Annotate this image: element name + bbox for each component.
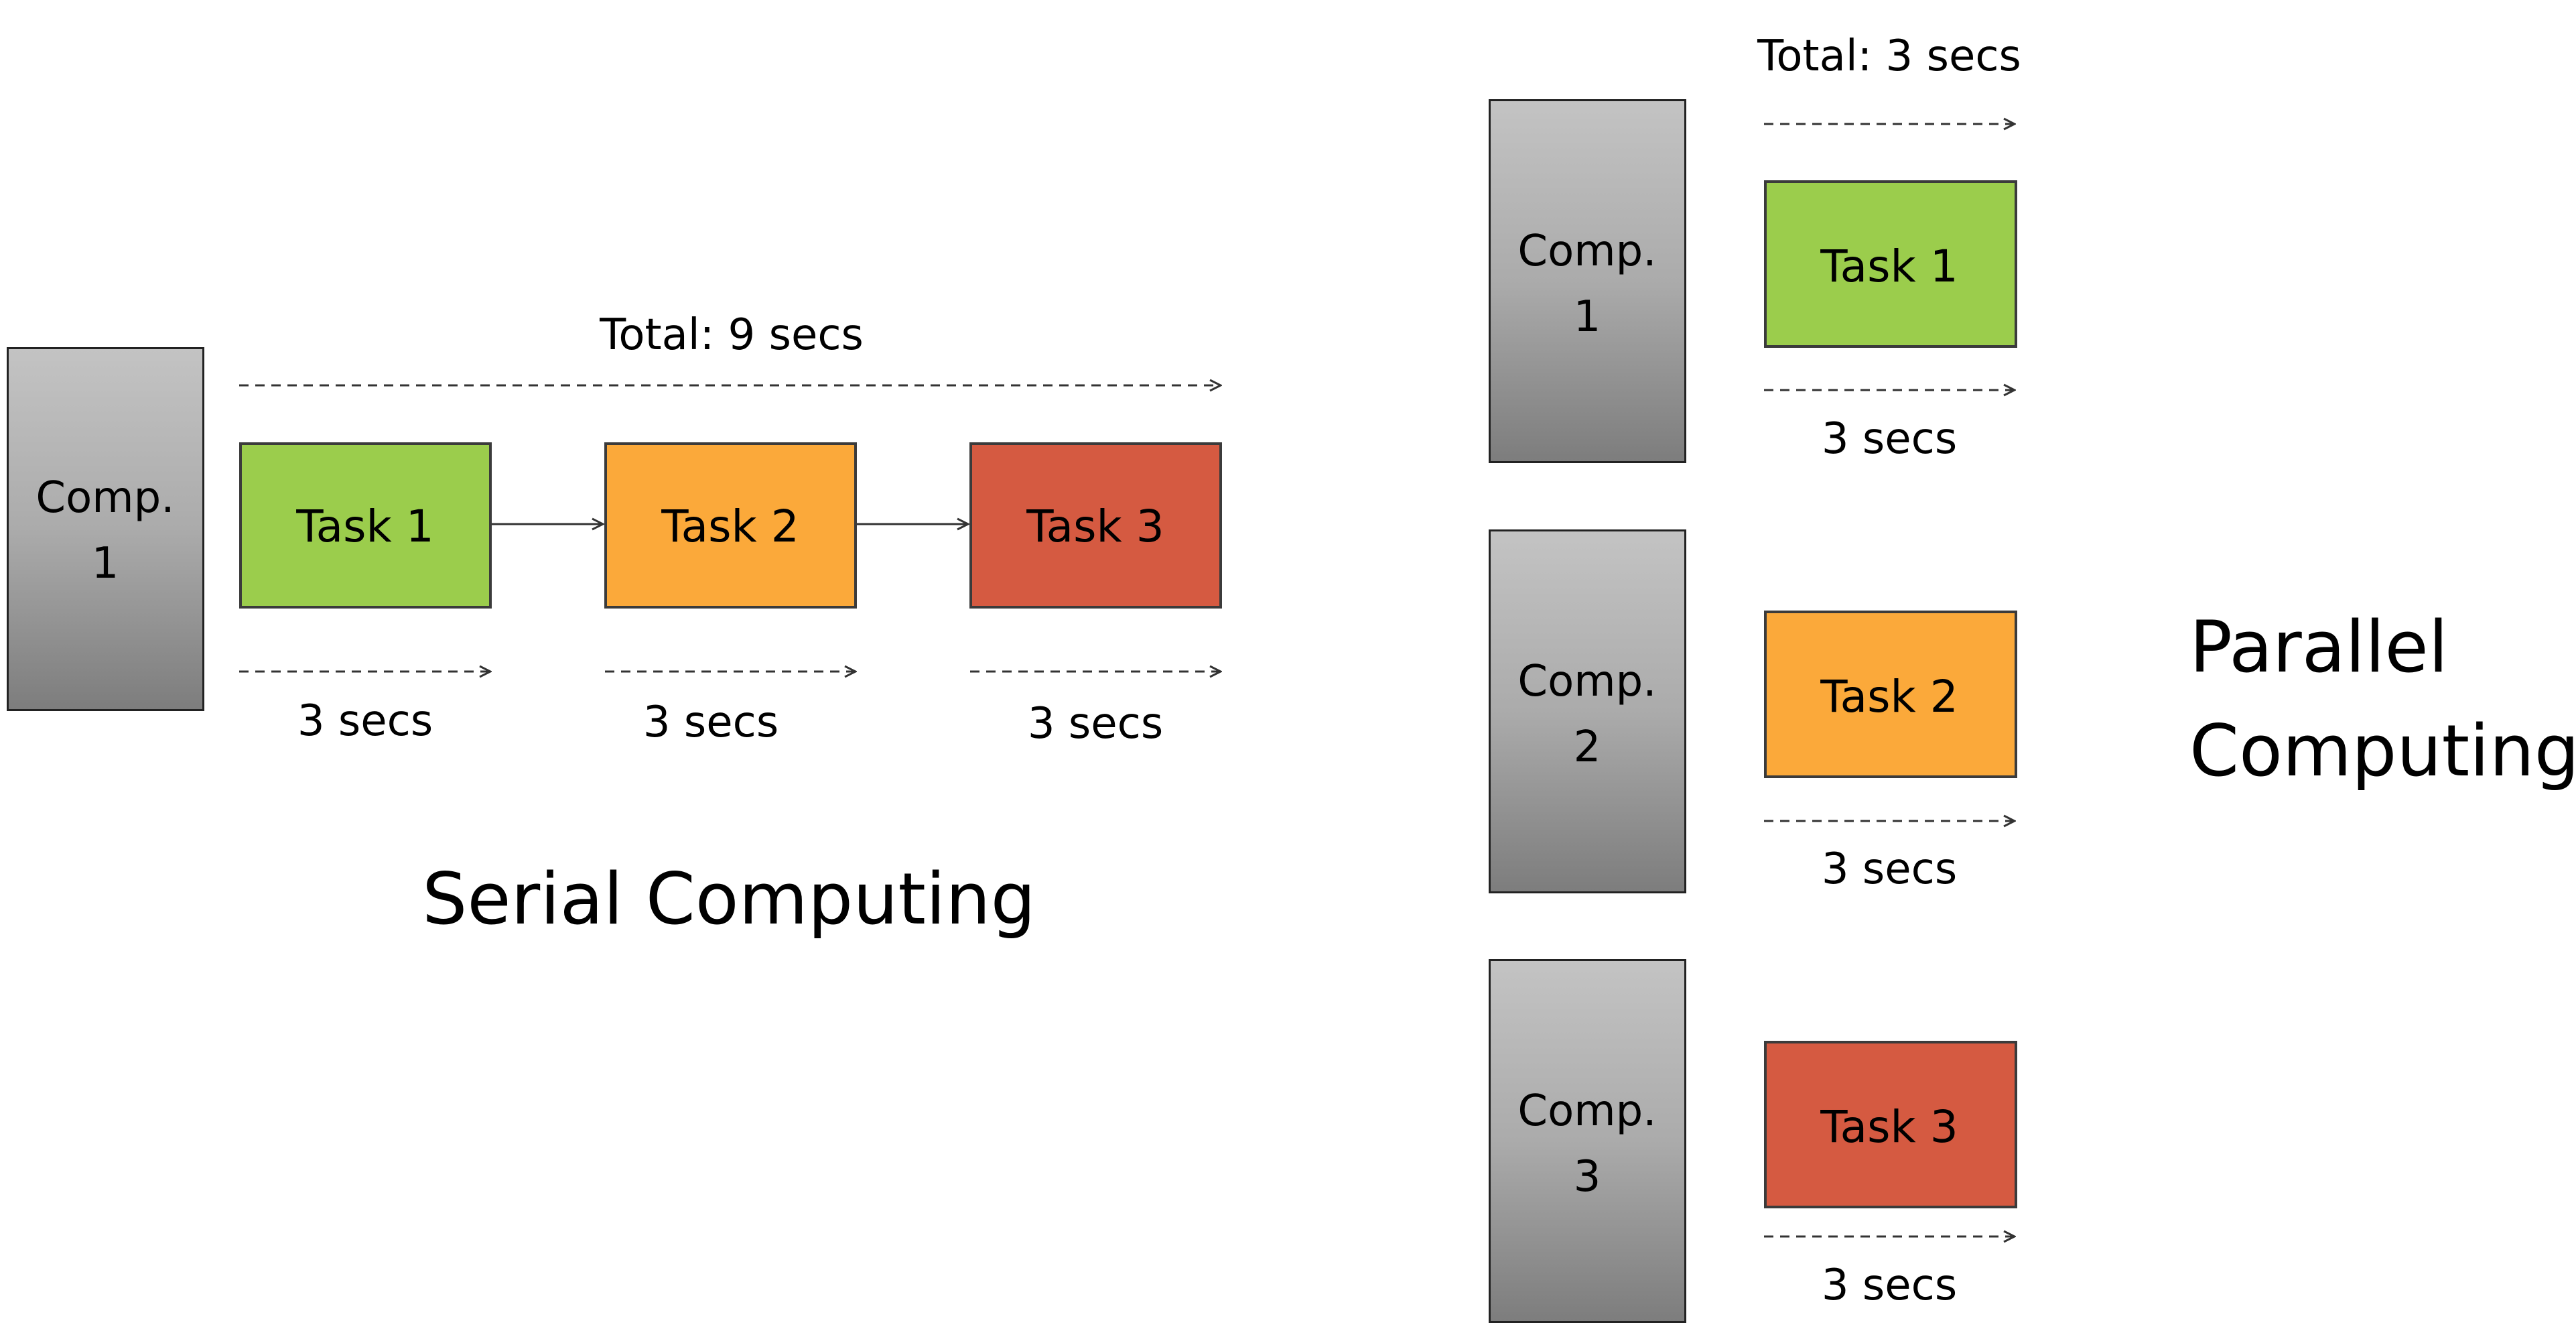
serial-task-3-label: Task 3 [1026, 501, 1164, 552]
parallel-computer-2 [1489, 529, 1686, 893]
serial-computer-1-label: Comp. 1 [11, 465, 199, 596]
parallel-task-1-duration: 3 secs [1821, 414, 1958, 464]
serial-task-1-box [239, 442, 492, 609]
parallel-computer-3-label: Comp. 3 [1493, 1078, 1681, 1210]
parallel-computer-3 [1489, 959, 1686, 1323]
parallel-computer-1-line1: Comp. [1517, 227, 1657, 276]
serial-computer-1 [7, 347, 204, 711]
parallel-computer-2-line1: Comp. [1517, 657, 1657, 706]
parallel-computer-2-line2: 2 [1573, 722, 1601, 772]
parallel-task-1-label: Task 1 [1820, 241, 1958, 292]
parallel-computer-2-label: Comp. 2 [1493, 649, 1681, 780]
serial-computer-1-line1: Comp. [36, 473, 175, 523]
serial-task-3-box [969, 442, 1222, 609]
serial-task-2-box [604, 442, 857, 609]
parallel-total-label: Total: 3 secs [1757, 31, 2021, 81]
serial-computer-1-line2: 1 [91, 539, 119, 588]
parallel-task-2-duration: 3 secs [1821, 844, 1958, 894]
serial-task-2-label: Task 2 [661, 501, 799, 552]
serial-task-1-duration: 3 secs [297, 696, 433, 746]
parallel-computer-1-label: Comp. 1 [1493, 218, 1681, 350]
serial-task-2-duration: 3 secs [642, 698, 779, 747]
parallel-task-2-box [1764, 611, 2017, 778]
parallel-task-3-box [1764, 1041, 2017, 1208]
parallel-task-3-duration: 3 secs [1821, 1261, 1958, 1310]
serial-task-1-label: Task 1 [296, 501, 434, 552]
parallel-task-1-box [1764, 180, 2017, 348]
serial-total-label: Total: 9 secs [600, 310, 864, 360]
parallel-computer-3-line1: Comp. [1517, 1086, 1657, 1136]
parallel-task-3-label: Task 3 [1820, 1101, 1958, 1153]
serial-task-3-duration: 3 secs [1027, 699, 1164, 749]
parallel-title-line2: Computing [2189, 710, 2576, 792]
parallel-computer-1-line2: 1 [1573, 292, 1601, 342]
parallel-title-line1: Parallel [2189, 606, 2449, 688]
parallel-computer-1 [1489, 99, 1686, 463]
serial-title: Serial Computing [422, 858, 1036, 940]
parallel-title: Parallel Computing [2189, 595, 2576, 803]
parallel-computer-3-line2: 3 [1573, 1152, 1601, 1202]
parallel-task-2-label: Task 2 [1820, 671, 1958, 722]
